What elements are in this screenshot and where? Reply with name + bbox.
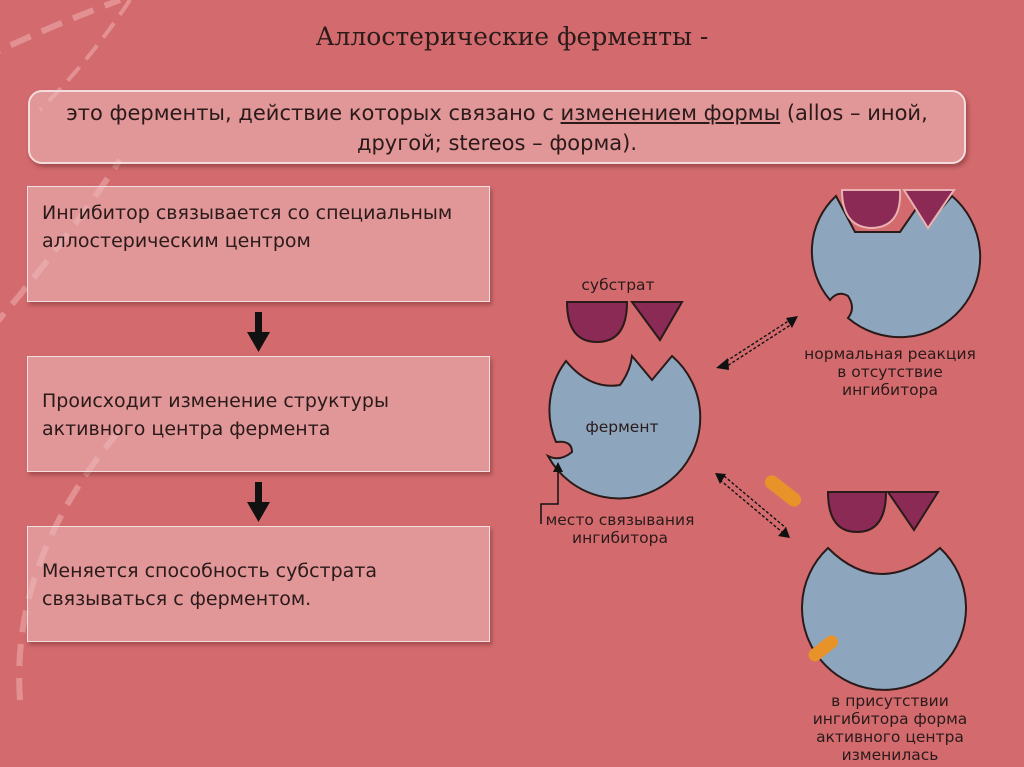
arrow-down-icon-2 <box>247 482 270 522</box>
inhibitor-bound-shape <box>808 635 839 662</box>
binding-site-label-line1: место связывания <box>545 511 695 529</box>
step-box-3: Меняется способность субстрата связывать… <box>27 526 490 642</box>
double-arrow-icon-1 <box>716 316 798 370</box>
enzyme-normal-shape <box>810 194 982 339</box>
normal-label-line3: ингибитора <box>842 381 938 399</box>
step-box-1: Ингибитор связывается со специальным алл… <box>27 186 490 302</box>
definition-text-2: (allos – иной, другой; stereos – форма). <box>356 101 928 155</box>
enzyme-label: фермент <box>585 418 659 436</box>
definition-underlined: изменением формы <box>560 101 781 125</box>
binding-site-label-line2: ингибитора <box>572 529 668 547</box>
double-arrow-icon-2 <box>715 473 790 538</box>
enzyme-shape <box>545 353 702 500</box>
normal-label-line1: нормальная реакция <box>804 345 976 363</box>
normal-reaction-label: нормальная реакция в отсутствие ингибито… <box>790 345 990 399</box>
inhib-label-line3: активного центра <box>816 728 964 746</box>
substrate-label: субстрат <box>581 276 655 294</box>
binding-site-pointer <box>540 470 559 524</box>
definition-text-1: это ферменты, действие которых связано с <box>66 101 561 125</box>
inhibited-reaction-label: в присутствии ингибитора форма активного… <box>790 692 990 764</box>
binding-site-label: место связывания ингибитора <box>530 511 710 547</box>
definition-box: это ферменты, действие которых связано с… <box>28 90 966 164</box>
substrate-free-shape <box>826 491 940 534</box>
slide-title: Аллостерические ферменты - <box>315 22 709 51</box>
enzyme-inhibited-shape <box>801 546 967 691</box>
arrow-down-icon-1 <box>247 312 270 352</box>
inhib-label-line1: в присутствии <box>831 692 949 710</box>
inhib-label-line2: ингибитора форма <box>812 710 968 728</box>
normal-label-line2: в отсутствие <box>837 363 943 381</box>
inhib-label-line4: изменилась <box>841 746 939 764</box>
inhibitor-free-shape <box>764 475 802 507</box>
step-box-2: Происходит изменение структуры активного… <box>27 356 490 472</box>
substrate-bound-shape <box>840 189 956 230</box>
substrate-shape <box>565 301 684 344</box>
